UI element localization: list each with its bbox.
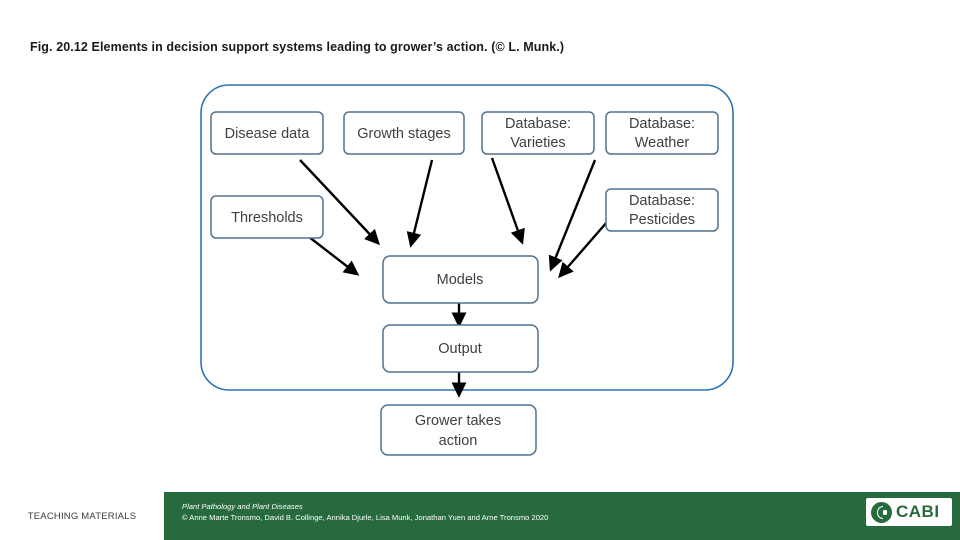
node-database-varieties-label-line1: Database: [505,116,571,132]
dss-boundary [200,84,734,391]
node-growth-stages[interactable]: Growth stages [343,111,465,155]
node-output-label: Output [438,341,482,357]
dss-diagram: Disease data Growth stages Database: Var… [0,70,960,470]
node-disease-data[interactable]: Disease data [210,111,324,155]
edge-database-varieties-to-models [490,157,525,245]
teaching-materials-label: TEACHING MATERIALS [27,510,137,522]
node-database-weather-label-line2: Weather [635,135,690,151]
footer-credits: Plant Pathology and Plant Diseases © Ann… [182,501,548,523]
copyright-line: © Anne Marte Tronsmo, David B. Collinge,… [182,513,549,522]
node-database-pesticides-label-line1: Database: [629,193,695,209]
node-disease-data-label: Disease data [225,126,311,142]
node-database-varieties[interactable]: Database: Varieties [481,111,595,155]
node-growth-stages-label: Growth stages [357,126,451,142]
node-grower-takes-action-label-line2: action [439,433,478,449]
cabi-logo-text: CABI [896,502,940,521]
node-thresholds-label: Thresholds [231,210,303,226]
edge-disease-data-to-models [299,159,380,246]
node-database-weather[interactable]: Database: Weather [605,111,719,155]
node-output[interactable]: Output [382,324,539,373]
edge-database-weather-to-models [548,159,597,272]
edge-database-pesticides-to-models [558,221,608,279]
node-database-varieties-label-line2: Varieties [510,135,565,151]
cabi-globe-icon [871,501,892,523]
cabi-logo: CABI [866,498,952,526]
node-grower-takes-action[interactable]: Grower takes action [380,404,537,456]
edge-growth-stages-to-models [406,159,434,248]
node-database-pesticides-label-line2: Pesticides [629,212,695,228]
footer-bar: TEACHING MATERIALS Plant Pathology and P… [0,492,960,540]
node-models-label: Models [437,272,484,288]
node-models[interactable]: Models [382,255,539,304]
node-database-weather-label-line1: Database: [629,116,695,132]
teaching-materials-tab: TEACHING MATERIALS [0,492,164,540]
node-database-pesticides[interactable]: Database: Pesticides [605,188,719,232]
page-title: Fig. 20.12 Elements in decision support … [30,40,565,54]
book-title: Plant Pathology and Plant Diseases [182,502,303,511]
node-grower-takes-action-label-line1: Grower takes [415,413,501,429]
node-thresholds[interactable]: Thresholds [210,195,324,239]
